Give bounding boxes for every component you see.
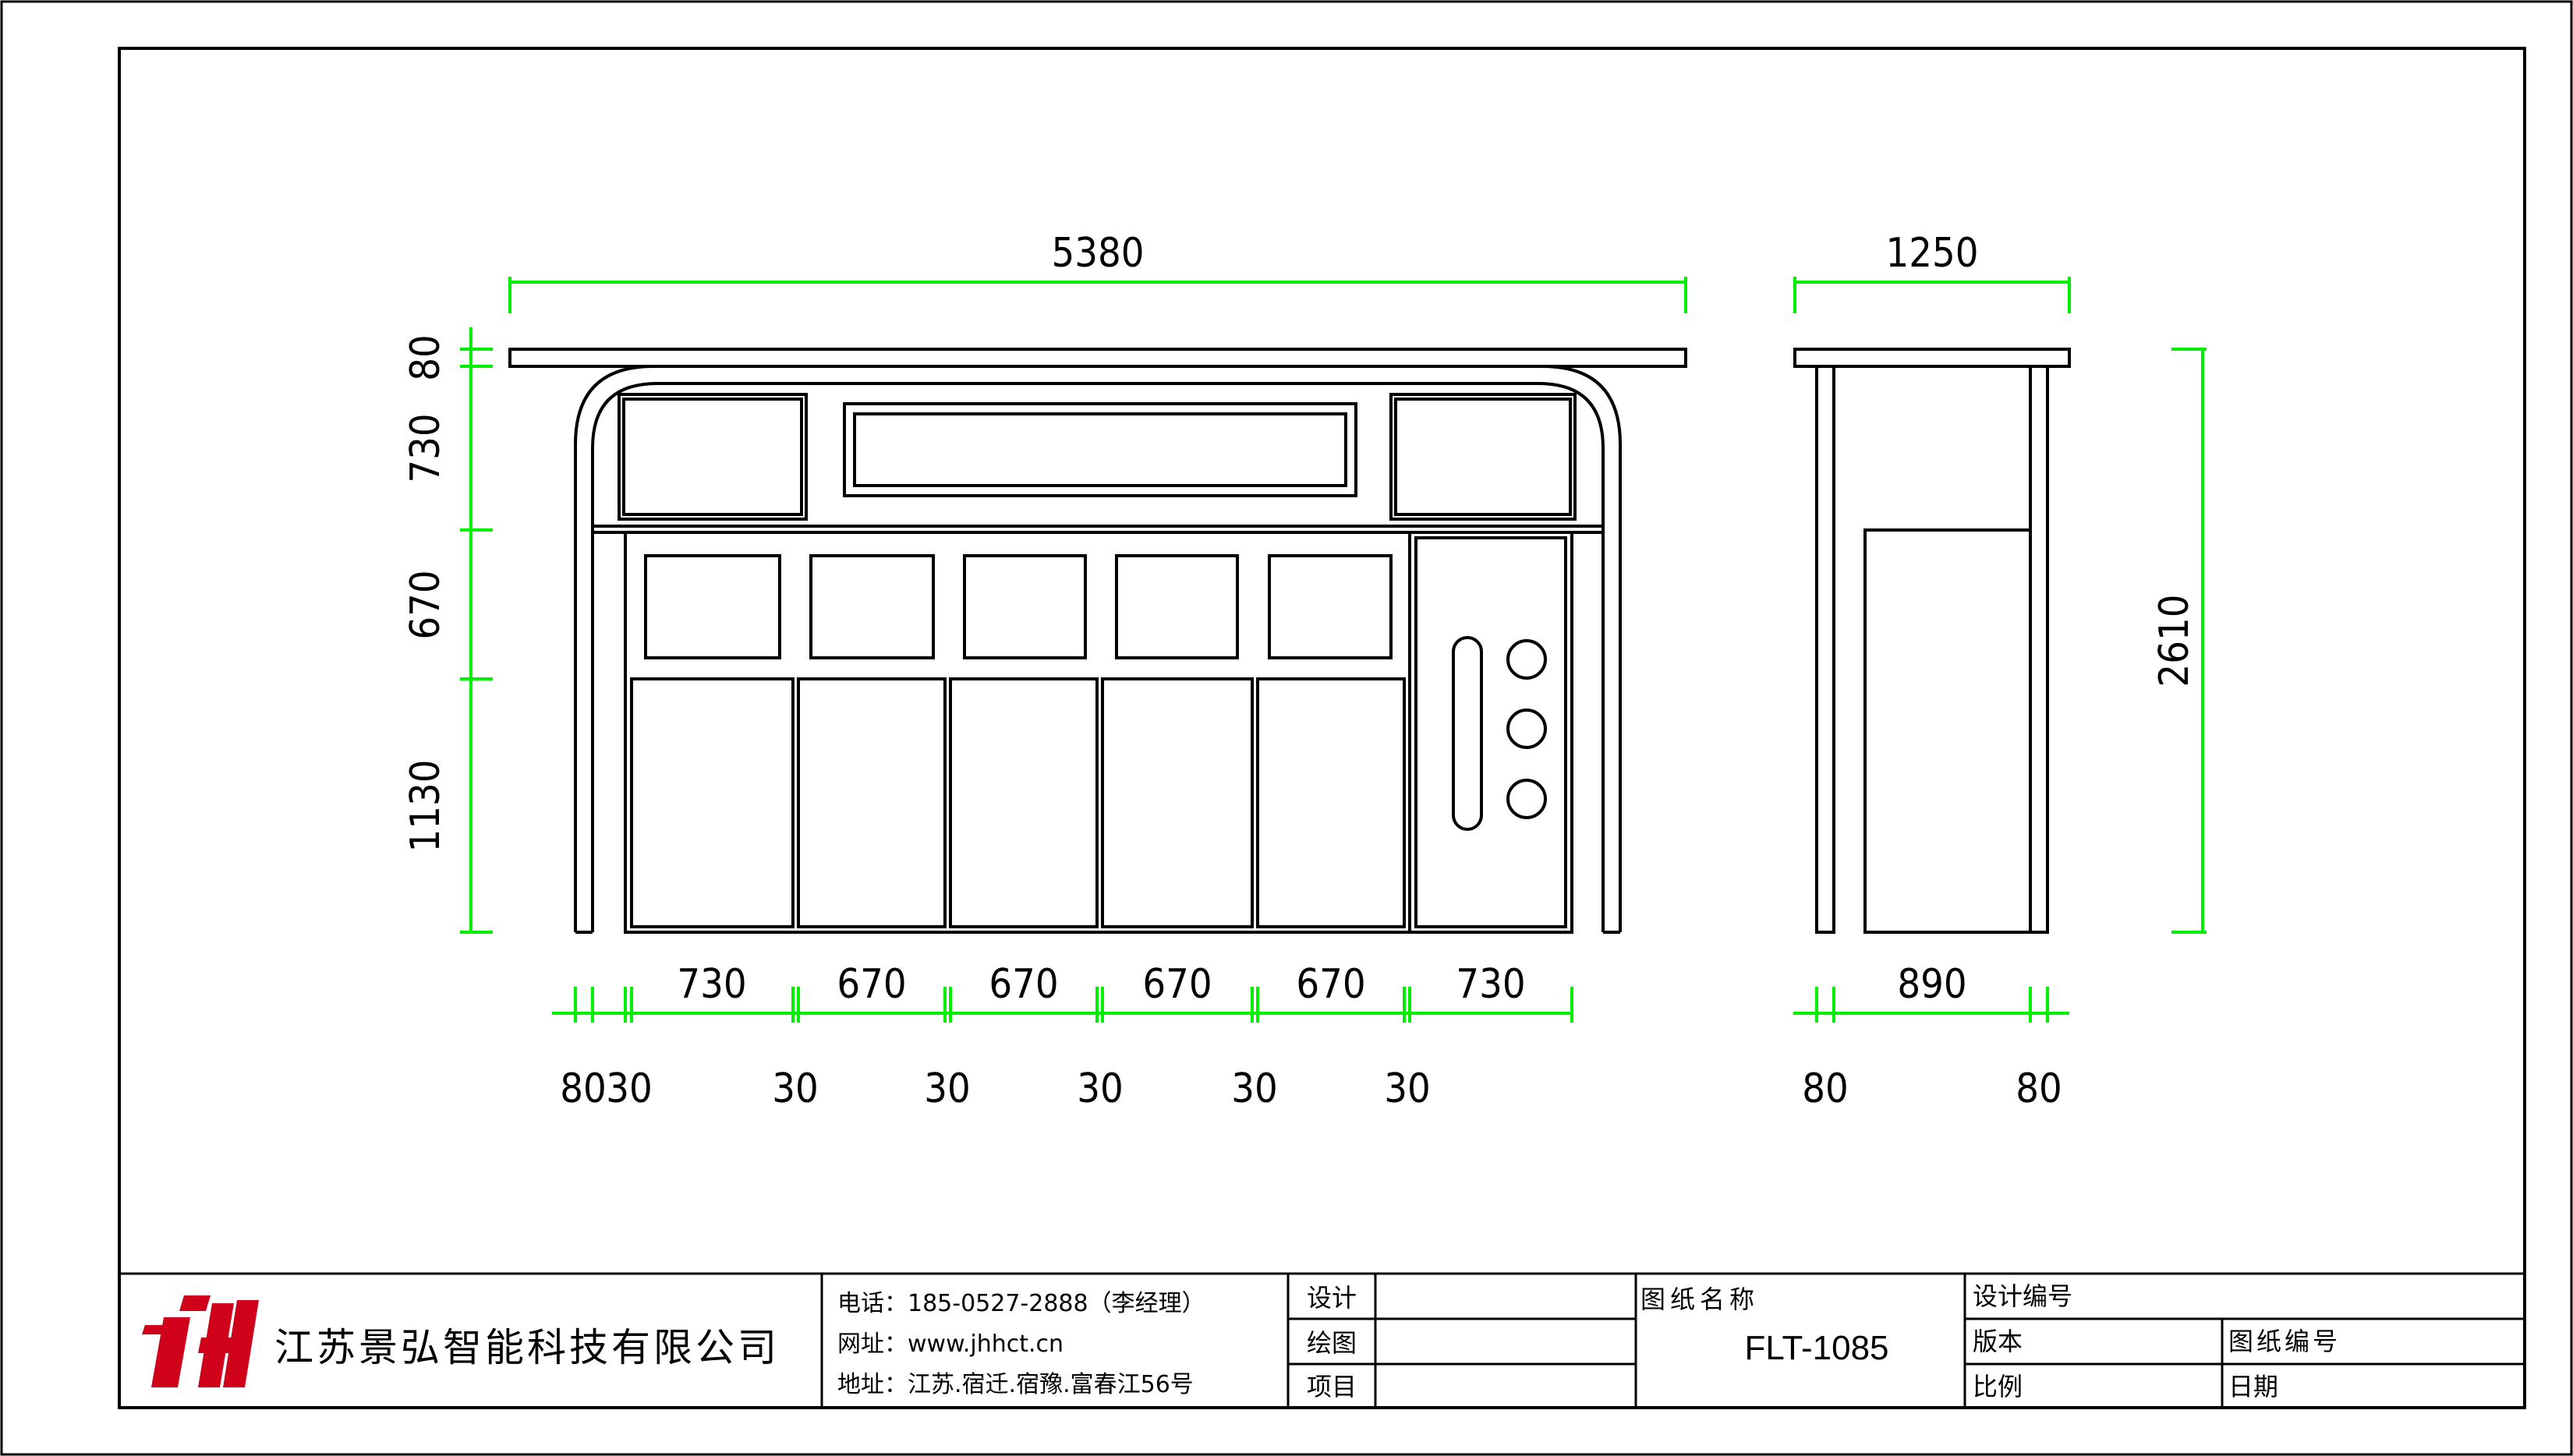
dim-gap-6: 30 [1384, 1065, 1431, 1112]
dim-gap-5: 30 [1231, 1065, 1278, 1112]
drawing-code: FLT-1085 [1744, 1329, 1888, 1367]
front-button-2 [1506, 709, 1547, 749]
dim-bottom-4: 670 [1142, 961, 1212, 1008]
front-upper-right-panel-outer [1389, 393, 1577, 521]
front-elevation [508, 348, 1687, 934]
side-elevation [1793, 348, 2071, 934]
title-block [119, 1272, 2525, 1408]
dim-bottom-3: 670 [989, 961, 1058, 1008]
label-drawing: 绘图 [1307, 1328, 1357, 1358]
front-bin-door-5 [1256, 677, 1406, 928]
dim-post-front: 80 [560, 1065, 607, 1112]
label-drawing-name: 图纸名称 [1640, 1285, 1759, 1314]
dim-gap-2: 30 [772, 1065, 819, 1112]
dimension-lines [460, 277, 2207, 1023]
dim-bottom-5: 670 [1296, 961, 1365, 1008]
label-drawing-number: 图纸编号 [2228, 1327, 2341, 1356]
dim-front-width: 5380 [1051, 230, 1144, 277]
dim-bottom-1: 730 [677, 961, 746, 1008]
sheet-inner-border [118, 47, 2526, 1409]
label-date: 日期 [2228, 1372, 2278, 1401]
front-upper-center-panel-outer [843, 402, 1357, 497]
contact-phone: 电话：185-0527-2888（李经理） [837, 1290, 1205, 1317]
front-frame-inner [591, 382, 1605, 932]
front-window-4 [1115, 554, 1239, 659]
label-version: 版本 [1973, 1327, 2023, 1356]
front-lower-cabinet [624, 531, 1573, 934]
contact-address: 地址：江苏.宿迁.宿豫.富春江56号 [837, 1371, 1194, 1398]
front-upper-left-panel-inner [622, 398, 803, 516]
front-frame-outer [574, 365, 1622, 932]
dim-side-inner: 890 [1897, 961, 1966, 1008]
label-project: 项目 [1307, 1372, 1357, 1401]
dim-side-post-left: 80 [1802, 1065, 1849, 1112]
contact-website: 网址：www.jhhct.cn [837, 1331, 1064, 1358]
front-roof-slab [508, 348, 1687, 368]
side-post-left [1815, 365, 1835, 934]
front-equipment-panel [1414, 536, 1567, 928]
side-cabinet [1863, 528, 2032, 934]
front-bin-door-4 [1101, 677, 1254, 928]
dim-height-lower: 1130 [402, 759, 449, 852]
front-bin-door-2 [797, 677, 947, 928]
dim-height-middle: 670 [402, 570, 449, 639]
label-design-number: 设计编号 [1973, 1281, 2072, 1311]
front-upper-right-panel-inner [1394, 398, 1572, 516]
company-logo: JH [142, 1295, 259, 1387]
dim-bottom-2: 670 [837, 961, 906, 1008]
label-design: 设计 [1307, 1283, 1357, 1313]
front-button-1 [1506, 639, 1547, 680]
label-scale: 比例 [1973, 1372, 2023, 1401]
dim-gap-3: 30 [924, 1065, 971, 1112]
front-window-1 [644, 554, 781, 659]
front-window-2 [809, 554, 935, 659]
dim-height-roof: 80 [402, 334, 449, 381]
dim-gap-1: 30 [606, 1065, 653, 1112]
front-upper-center-panel-inner [853, 412, 1347, 487]
dim-bottom-6: 730 [1456, 961, 1525, 1008]
dimension-labels: 5380 1250 2610 80 730 670 1130 730 670 6… [402, 230, 2198, 1112]
front-bin-door-1 [630, 677, 795, 928]
front-window-3 [963, 554, 1087, 659]
front-upper-left-panel-outer [618, 393, 808, 521]
front-bin-door-3 [949, 677, 1099, 928]
dim-gap-4: 30 [1077, 1065, 1124, 1112]
side-post-right [2029, 365, 2049, 934]
side-roof-slab [1793, 348, 2071, 368]
front-equipment-slot [1452, 636, 1483, 831]
dim-height-upper: 730 [402, 413, 449, 482]
front-button-3 [1506, 779, 1547, 819]
dim-side-post-right: 80 [2016, 1065, 2062, 1112]
front-window-5 [1268, 554, 1393, 659]
company-name: 江苏景弘智能科技有限公司 [274, 1325, 780, 1370]
dim-side-height: 2610 [2151, 594, 2198, 687]
dim-side-width: 1250 [1885, 230, 1978, 277]
